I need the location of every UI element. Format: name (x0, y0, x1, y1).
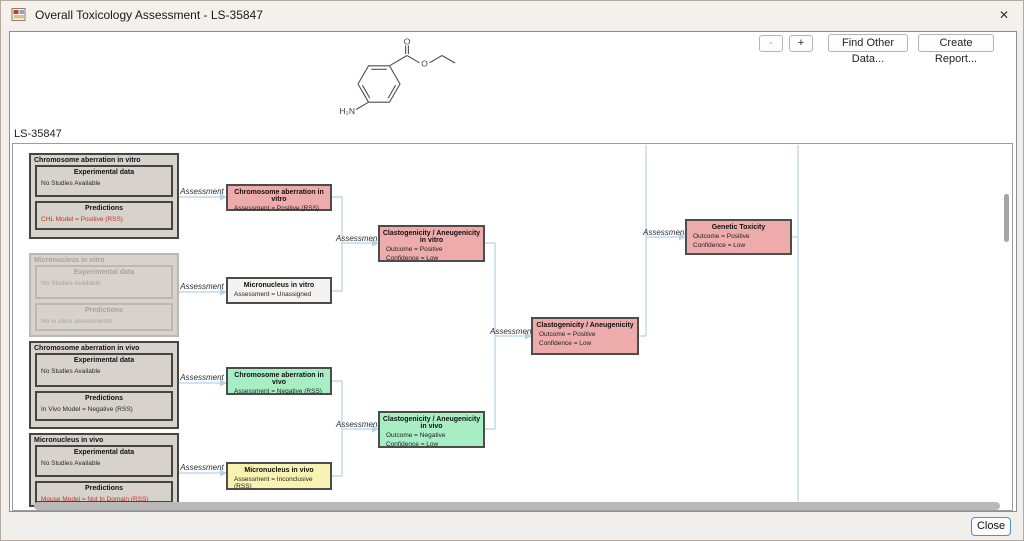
experimental-data-section: Experimental data No Studies Available (35, 353, 173, 387)
zoom-out-button[interactable]: - (759, 35, 783, 52)
node-clastogenicity-aneugenicity[interactable]: Clastogenicity / Aneugenicity Outcome = … (531, 317, 639, 355)
section-header: Predictions (84, 395, 124, 402)
experimental-data-section: Experimental data No Studies Available (35, 445, 173, 477)
zoom-in-button[interactable]: + (789, 35, 813, 52)
node-title: Chromosome aberration in vivo (234, 372, 324, 386)
node-clastogenicity-aneugenicity-in-vivo[interactable]: Clastogenicity / Aneugenicity in vivo Ou… (378, 411, 485, 448)
predictions-section: Predictions Mouse Model = Not In Domain … (35, 481, 173, 503)
vertical-scrollbar-thumb[interactable] (1004, 194, 1009, 242)
node-outcome: Outcome = Positive (539, 331, 596, 338)
leaf-title: Micronucleus in vivo (34, 437, 104, 444)
section-header: Experimental data (73, 357, 135, 364)
node-genetic-toxicity[interactable]: Genetic Toxicity Outcome = Positive Conf… (685, 219, 792, 255)
node-micronucleus-in-vivo[interactable]: Micronucleus in vivo Assessment = Inconc… (226, 462, 332, 490)
ester-oxygen-label: O (421, 59, 428, 69)
edge-label-assessment: Assessment (490, 327, 534, 336)
leaf-chromosome-aberration-in-vivo[interactable]: Chromosome aberration in vivo Experiment… (29, 341, 179, 429)
edge-label-assessment: Assessment (180, 187, 224, 196)
node-assessment: Assessment = Unassigned (234, 291, 312, 298)
section-header: Experimental data (73, 449, 135, 456)
leaf-micronucleus-in-vitro[interactable]: Micronucleus in vitro Experimental data … (29, 253, 179, 337)
leaf-title: Chromosome aberration in vivo (34, 345, 140, 352)
find-other-data-button[interactable]: Find Other Data... (828, 34, 908, 65)
predictions-section: Predictions CHL Model = Positive (RSS) (35, 201, 173, 230)
node-assessment: Assessment = Inconclusive (RSS) (234, 476, 313, 490)
amine-label: H₂N (339, 106, 355, 116)
compound-id-label: LS-35847 (14, 128, 62, 140)
node-confidence: Confidence = Low (539, 340, 592, 347)
app-icon (11, 8, 26, 21)
close-button[interactable]: Close (971, 517, 1011, 536)
node-clastogenicity-aneugenicity-in-vitro[interactable]: Clastogenicity / Aneugenicity in vitro O… (378, 225, 485, 262)
leaf-title: Micronucleus in vitro (34, 257, 105, 264)
node-outcome: Outcome = Negative (386, 432, 446, 439)
predictions-section: Predictions In Vivo Model = Negative (RS… (35, 391, 173, 421)
predictions-section: Predictions No in silico assessments (35, 303, 173, 331)
node-title: Micronucleus in vivo (244, 467, 314, 474)
section-value: Mouse Model = Not In Domain (RSS) (41, 496, 149, 503)
section-header: Predictions (84, 205, 124, 212)
experimental-data-section: Experimental data No Studies Available (35, 265, 173, 299)
chemical-structure: O O H₂N (339, 38, 456, 116)
leaf-micronucleus-in-vivo[interactable]: Micronucleus in vivo Experimental data N… (29, 433, 179, 507)
experimental-data-section: Experimental data No Studies Available (35, 165, 173, 197)
node-confidence: Confidence = Low (386, 441, 439, 448)
edge-label-assessment: Assessment (336, 420, 380, 429)
node-title: Micronucleus in vitro (243, 282, 315, 289)
node-chromosome-aberration-in-vitro[interactable]: Chromosome aberration in vitro Assessmen… (226, 184, 332, 212)
carbonyl-oxygen-label: O (404, 38, 411, 47)
section-header: Predictions (84, 307, 124, 314)
section-value: No Studies Available (41, 180, 101, 187)
edge-label-assessment: Assessment (180, 373, 224, 382)
footer-bar: Close (1, 513, 1023, 540)
node-confidence: Confidence = Low (693, 242, 746, 249)
edge-label-assessment: Assessment (180, 463, 224, 472)
node-outcome: Outcome = Positive (386, 246, 443, 253)
title-bar: Overall Toxicology Assessment - LS-35847… (1, 1, 1023, 29)
node-assessment: Assessment = Negative (RSS) (234, 388, 322, 395)
section-value: No Studies Available (41, 280, 101, 287)
leaf-chromosome-aberration-in-vitro[interactable]: Chromosome aberration in vitro Experimen… (29, 153, 179, 239)
section-header: Experimental data (73, 269, 135, 276)
leaf-title: Chromosome aberration in vitro (34, 157, 141, 164)
node-confidence: Confidence = Low (386, 255, 439, 262)
node-title: Genetic Toxicity (711, 224, 766, 231)
node-title: Chromosome aberration in vitro (234, 189, 324, 203)
horizontal-scrollbar-thumb[interactable] (34, 502, 1000, 510)
create-report-button[interactable]: Create Report... (918, 34, 994, 65)
section-value: In Vivo Model = Negative (RSS) (41, 406, 133, 413)
node-micronucleus-in-vitro[interactable]: Micronucleus in vitro Assessment = Unass… (226, 277, 332, 304)
edge-label-assessment: Assessment (180, 282, 224, 291)
edge-label-assessment: Assessment (643, 228, 687, 237)
section-value: No in silico assessments (41, 318, 113, 325)
node-outcome: Outcome = Positive (693, 233, 750, 240)
edge-label-assessment: Assessment (336, 234, 380, 243)
section-header: Predictions (84, 485, 124, 492)
close-window-icon[interactable]: ✕ (998, 8, 1010, 22)
node-title: Clastogenicity / Aneugenicity (536, 322, 634, 329)
section-value: No Studies Available (41, 368, 101, 375)
node-title: Clastogenicity / Aneugenicity in vivo (382, 416, 481, 430)
section-value: CHL Model = Positive (RSS) (41, 216, 123, 223)
section-header: Experimental data (73, 169, 135, 176)
node-chromosome-aberration-in-vivo[interactable]: Chromosome aberration in vivo Assessment… (226, 367, 332, 395)
node-title: Clastogenicity / Aneugenicity in vitro (382, 230, 481, 244)
section-value: No Studies Available (41, 460, 101, 467)
node-assessment: Assessment = Positive (RSS) (234, 205, 320, 212)
window-title: Overall Toxicology Assessment - LS-35847 (35, 8, 263, 22)
